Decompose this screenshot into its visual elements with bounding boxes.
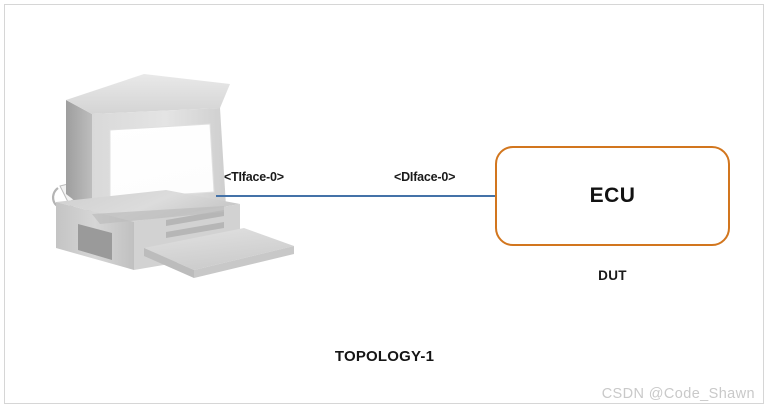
- target-interface-label: <DIface-0>: [394, 170, 456, 184]
- diagram-title: TOPOLOGY-1: [334, 348, 435, 365]
- watermark-text: CSDN @Code_Shawn: [601, 386, 755, 402]
- connection-line: [216, 195, 498, 197]
- crt-computer-icon: [48, 62, 328, 287]
- dut-node-box: ECU: [495, 146, 730, 246]
- dut-caption: DUT: [598, 268, 627, 283]
- dut-node-label: ECU: [589, 184, 636, 207]
- source-interface-label: <TIface-0>: [224, 170, 284, 184]
